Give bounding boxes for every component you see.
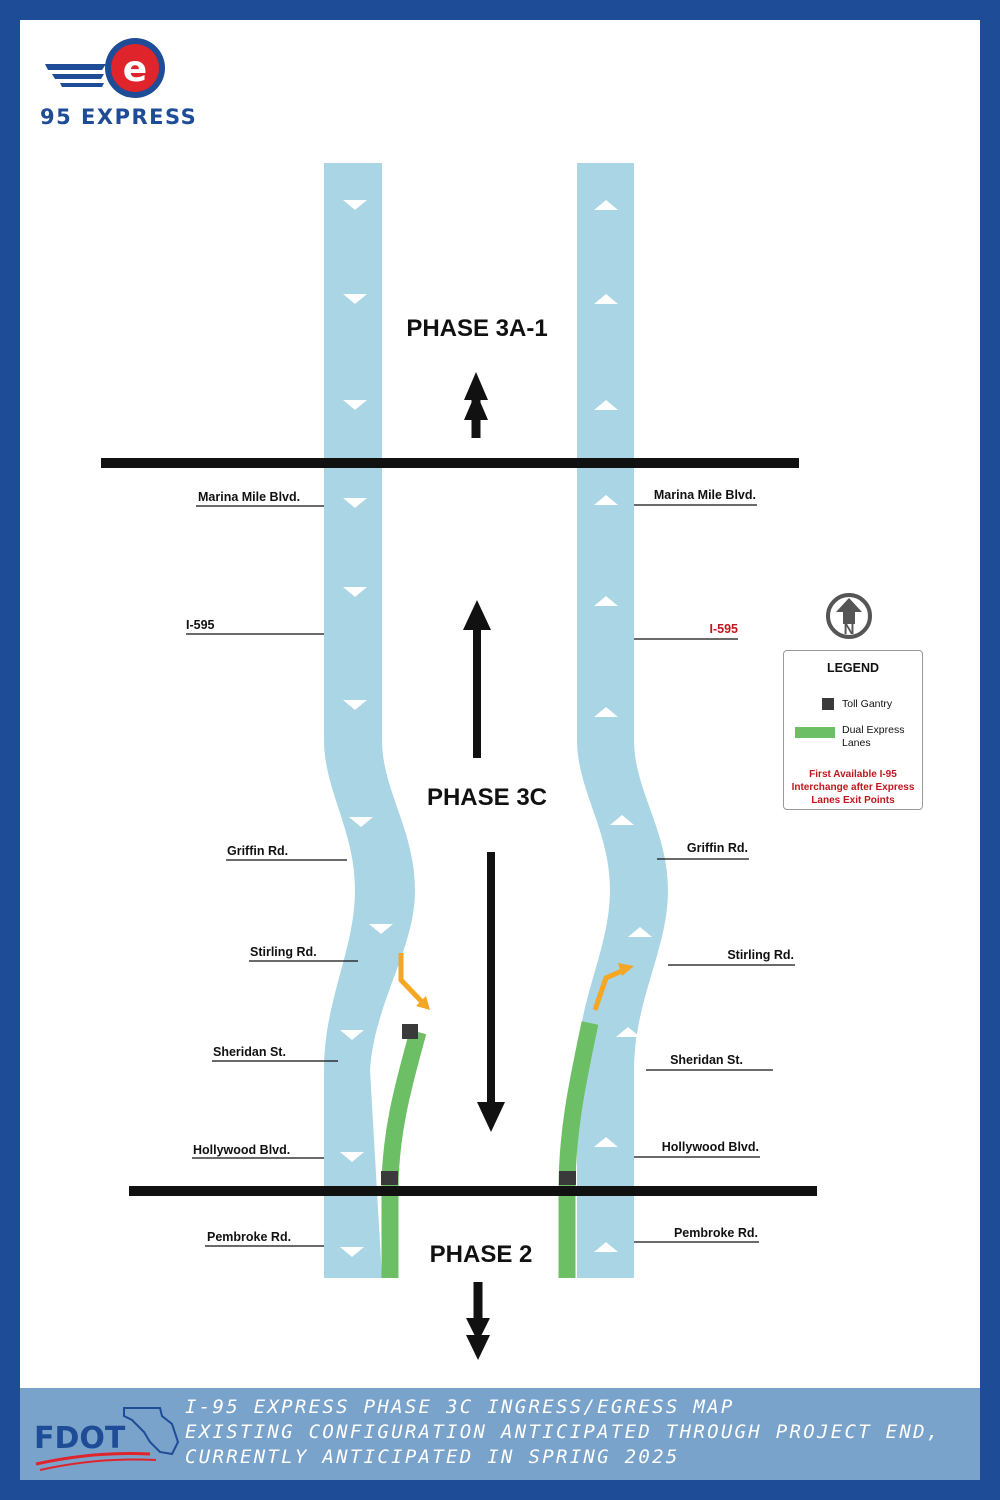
left-road-labels xyxy=(186,505,358,1247)
fdot-logo-icon: FDOT xyxy=(34,1407,180,1471)
ingress-arrow xyxy=(592,967,626,1011)
northbound-lanes xyxy=(577,163,668,1278)
footer-line-3: CURRENTLY ANTICIPATED IN SPRING 2025 xyxy=(185,1446,680,1468)
left-label-hollywood: Hollywood Blvd. xyxy=(193,1143,290,1157)
toll-gantry xyxy=(381,1171,398,1185)
footer-title: I-95 EXPRESS PHASE 3C INGRESS/EGRESS MAP xyxy=(185,1396,735,1418)
route-map: PHASE 3A-1 PHASE 3C PHASE 2 Marina Mile … xyxy=(101,163,872,1360)
right-label-marina-mile: Marina Mile Blvd. xyxy=(654,488,756,502)
northbound-chevrons xyxy=(594,200,652,1252)
southbound-express-lane xyxy=(381,1029,427,1278)
left-label-griffin: Griffin Rd. xyxy=(227,844,288,858)
right-label-stirling: Stirling Rd. xyxy=(727,948,794,962)
legend-box: LEGEND Toll Gantry Dual Express Lanes Fi… xyxy=(783,650,923,810)
phase-3c-north-arrow xyxy=(463,600,491,758)
north-compass-icon: N xyxy=(826,593,872,639)
right-label-sheridan: Sheridan St. xyxy=(670,1053,743,1067)
phase-3c-label: PHASE 3C xyxy=(427,784,547,811)
phase-3a1-north-arrow xyxy=(464,372,488,438)
express-lane-swatch xyxy=(795,727,835,738)
compass-letter: N xyxy=(844,621,855,638)
left-label-pembroke: Pembroke Rd. xyxy=(207,1230,291,1244)
toll-gantry xyxy=(559,1171,576,1185)
phase-2-south-arrow xyxy=(466,1282,490,1360)
left-label-marina-mile: Marina Mile Blvd. xyxy=(198,490,300,504)
phase-2-label: PHASE 2 xyxy=(430,1241,533,1268)
toll-gantry-swatch xyxy=(822,698,834,710)
left-label-i595: I-595 xyxy=(186,618,215,632)
map-frame: e 95 EXPRESS xyxy=(20,20,980,1480)
southbound-chevrons xyxy=(340,200,393,1257)
brand-name: 95 EXPRESS xyxy=(40,105,198,129)
right-label-hollywood: Hollywood Blvd. xyxy=(662,1140,759,1154)
95-express-logo-icon: e xyxy=(45,38,165,98)
egress-arrow xyxy=(398,953,424,1004)
left-label-sheridan: Sheridan St. xyxy=(213,1045,286,1059)
legend-note: First Available I-95 Interchange after E… xyxy=(791,769,915,806)
legend-dual-express: Dual Express Lanes xyxy=(842,724,905,749)
phase-3c-south-arrow xyxy=(477,852,505,1132)
phase-3a1-label: PHASE 3A-1 xyxy=(406,315,547,342)
footer-line-2: EXISTING CONFIGURATION ANTICIPATED THROU… xyxy=(185,1421,941,1443)
right-label-i595: I-595 xyxy=(710,622,739,636)
svg-text:e: e xyxy=(123,49,147,90)
left-label-stirling: Stirling Rd. xyxy=(250,945,317,959)
legend-title: LEGEND xyxy=(826,661,880,675)
fdot-wordmark: FDOT xyxy=(34,1421,126,1456)
legend-toll-gantry: Toll Gantry xyxy=(842,698,893,710)
right-label-pembroke: Pembroke Rd. xyxy=(674,1226,758,1240)
right-road-labels xyxy=(634,504,795,1243)
right-label-griffin: Griffin Rd. xyxy=(687,841,748,855)
southbound-lanes xyxy=(324,163,415,1278)
toll-gantry xyxy=(402,1024,418,1039)
footer-banner: FDOT I-95 EXPRESS PHASE 3C INGRESS/EGRES… xyxy=(20,1388,980,1480)
